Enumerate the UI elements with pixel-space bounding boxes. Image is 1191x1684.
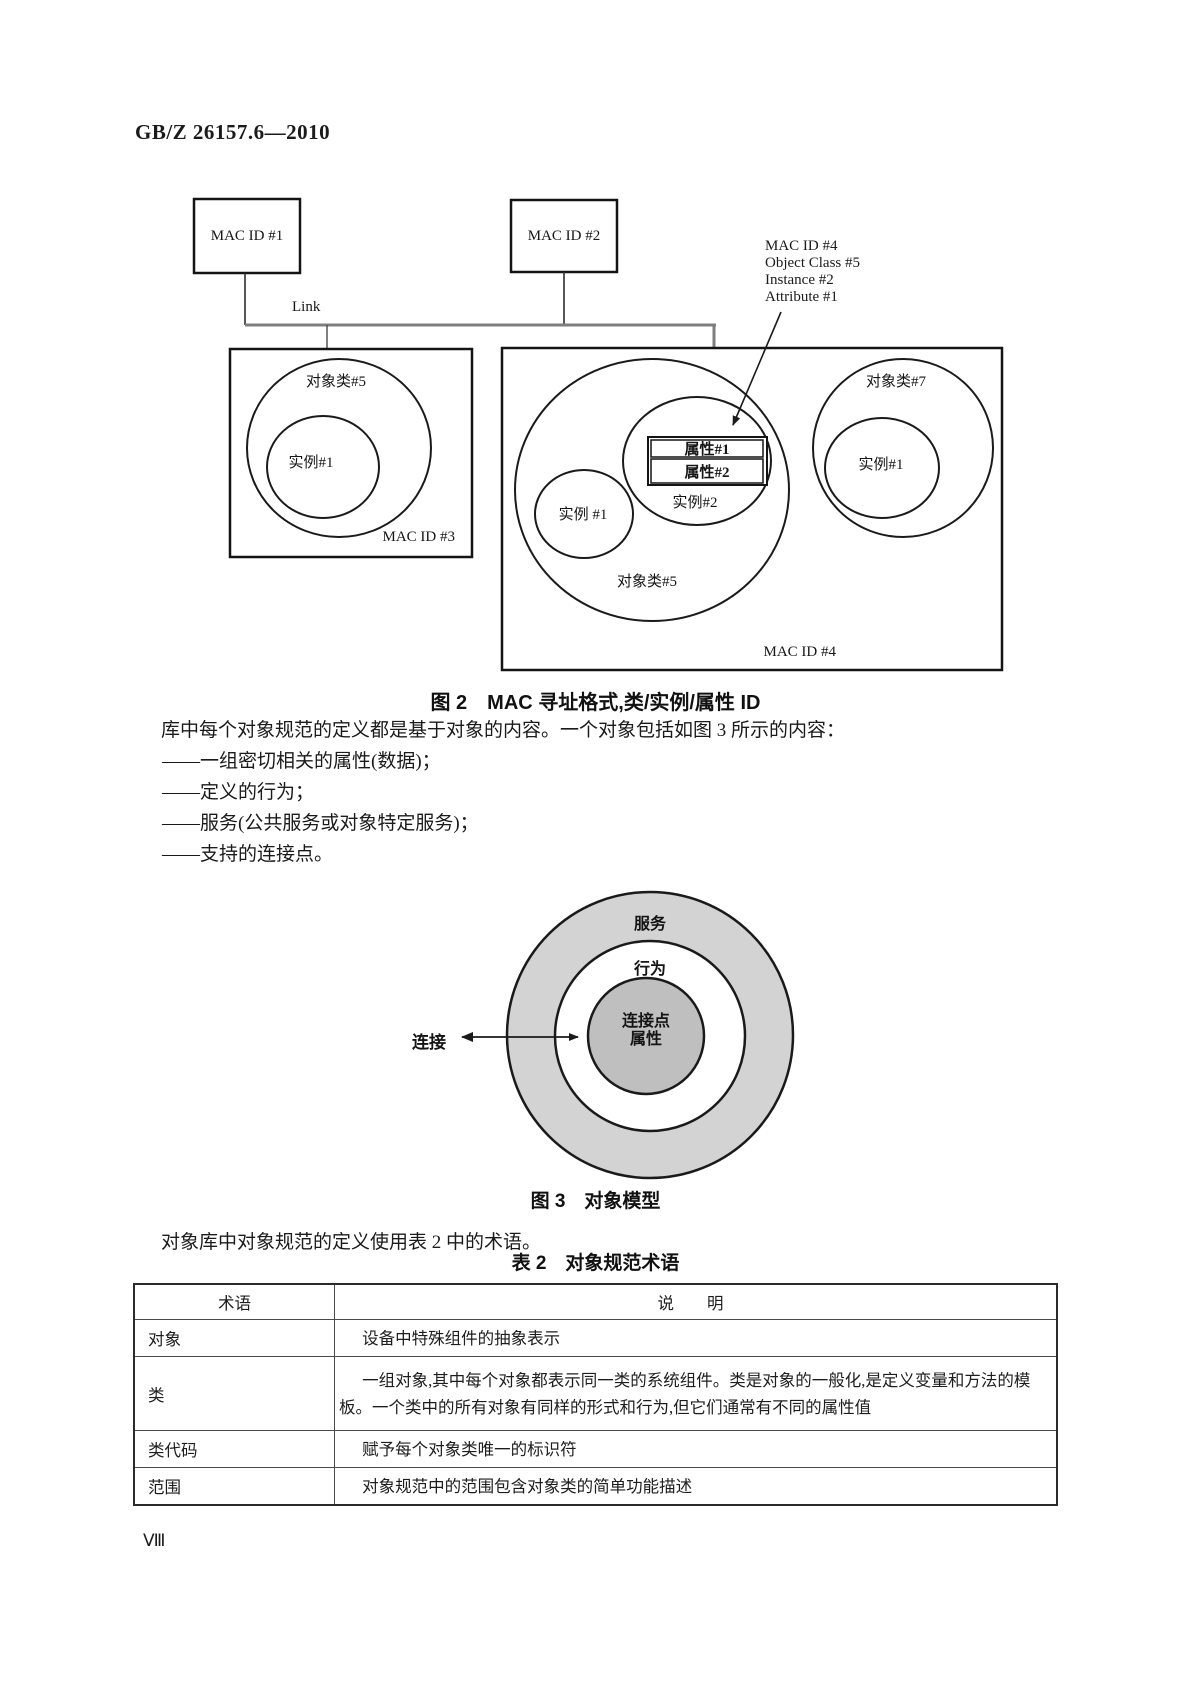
figure3-caption: 图 3 对象模型 <box>530 1191 661 1212</box>
list-item-behavior: ——定义的行为； <box>162 782 315 803</box>
mac4-annotation: MAC ID #4 Object Class #5 Instance #2 At… <box>765 238 860 306</box>
term-cell: 类 <box>135 1357 335 1430</box>
attribute2-label: 属性#2 <box>684 464 730 481</box>
standard-code: GB/Z 26157.6—2010 <box>135 120 331 144</box>
table-row: 类代码 赋予每个对象类唯一的标识符 <box>135 1430 1056 1467</box>
connection-arrow-label: 连接 <box>412 1033 446 1052</box>
link-label: Link <box>292 299 321 315</box>
desc-cell: 一组对象,其中每个对象都表示同一类的系统组件。类是对象的一般化,是定义变量和方法… <box>335 1357 1056 1430</box>
desc-text: 设备中特殊组件的抽象表示 <box>362 1328 561 1348</box>
center-instance2-label: 实例#2 <box>672 495 718 511</box>
desc-cell: 设备中特殊组件的抽象表示 <box>335 1320 1056 1356</box>
core-label-line2: 属性 <box>629 1031 662 1048</box>
body-text-block: 库中每个对象规范的定义都是基于对象的内容。一个对象包括如图 3 所示的内容： —… <box>123 715 1068 870</box>
annotation-line-1: MAC ID #4 <box>765 238 838 254</box>
right-instance-label: 实例#1 <box>858 457 904 473</box>
annotation-line-4: Attribute #1 <box>765 289 838 305</box>
outer-ring-label: 服务 <box>633 916 666 933</box>
middle-ring-label: 行为 <box>633 961 666 978</box>
term-cell: 类代码 <box>135 1431 335 1467</box>
desc-cell: 对象规范中的范围包含对象类的简单功能描述 <box>335 1468 1056 1504</box>
left-class-label: 对象类#5 <box>305 374 366 390</box>
annotation-line-2: Object Class #5 <box>765 255 860 271</box>
mac-id-1-label: MAC ID #1 <box>210 227 284 244</box>
table-row: 对象 设备中特殊组件的抽象表示 <box>135 1319 1056 1356</box>
paragraph-before-table: 对象库中对象规范的定义使用表 2 中的术语。 <box>123 1228 1043 1258</box>
table2-title: 表 2 对象规范术语 <box>511 1253 680 1274</box>
mac-id-3-label: MAC ID #3 <box>382 529 455 545</box>
table-object-spec-terms: 术语 说 明 对象 设备中特殊组件的抽象表示 类 一组对象,其中每个对象都表示同… <box>133 1283 1058 1506</box>
term-cell: 对象 <box>135 1320 335 1356</box>
table-row: 类 一组对象,其中每个对象都表示同一类的系统组件。类是对象的一般化,是定义变量和… <box>135 1356 1056 1430</box>
term-cell: 范围 <box>135 1468 335 1504</box>
desc-cell: 赋予每个对象类唯一的标识符 <box>335 1431 1056 1467</box>
annotation-line-3: Instance #2 <box>765 272 834 288</box>
page-number: Ⅷ <box>143 1531 166 1550</box>
core-label: 连接点 属性 <box>586 1013 706 1049</box>
mac-id-4-label: MAC ID #4 <box>763 644 836 660</box>
center-instance1-label: 实例 #1 <box>558 507 608 523</box>
annotation-arrow <box>732 311 782 426</box>
core-label-line1: 连接点 <box>621 1013 670 1030</box>
right-class-label: 对象类#7 <box>865 374 926 390</box>
left-instance-label: 实例#1 <box>288 455 334 471</box>
paragraph-after-figure2: 库中每个对象规范的定义都是基于对象的内容。一个对象包括如图 3 所示的内容： <box>161 720 846 741</box>
center-class-label: 对象类#5 <box>616 574 677 590</box>
desc-text: 对象规范中的范围包含对象类的简单功能描述 <box>362 1476 693 1496</box>
table-header-description: 说 明 <box>657 1294 724 1313</box>
list-item-connections: ——支持的连接点。 <box>162 844 334 865</box>
table-header-row: 术语 说 明 <box>135 1285 1056 1319</box>
table-row: 范围 对象规范中的范围包含对象类的简单功能描述 <box>135 1467 1056 1504</box>
paragraph-before-table-text: 对象库中对象规范的定义使用表 2 中的术语。 <box>161 1232 542 1253</box>
desc-text: 一组对象,其中每个对象都表示同一类的系统组件。类是对象的一般化,是定义变量和方法… <box>339 1370 1031 1417</box>
figure2-caption: 图 2 MAC 寻址格式,类/实例/属性 ID <box>430 692 761 714</box>
list-item-services: ——服务(公共服务或对象特定服务)； <box>162 813 479 834</box>
table-header-term: 术语 <box>135 1285 335 1319</box>
list-item-attributes: ——一组密切相关的属性(数据)； <box>162 751 441 772</box>
desc-text: 赋予每个对象类唯一的标识符 <box>362 1439 577 1459</box>
attribute1-label: 属性#1 <box>684 441 730 458</box>
mac-id-2-label: MAC ID #2 <box>527 227 601 244</box>
